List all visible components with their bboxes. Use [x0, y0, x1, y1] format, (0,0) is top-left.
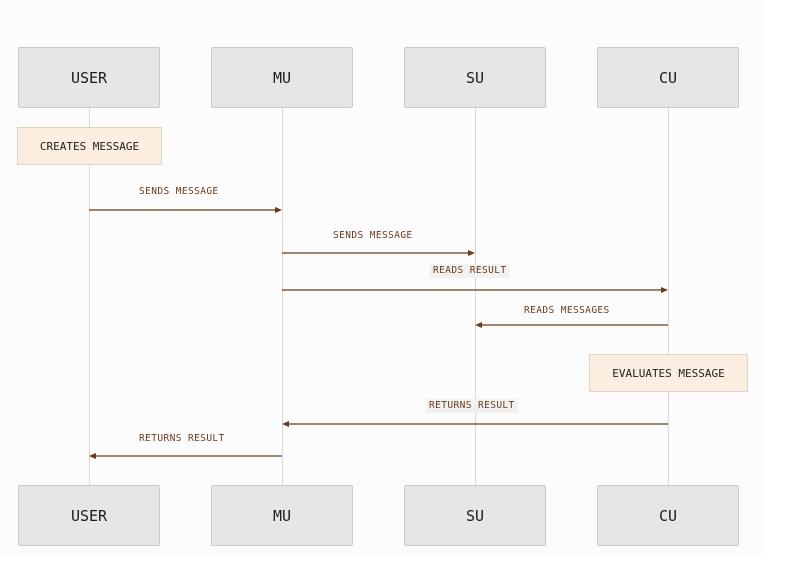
message-arrow-4 — [475, 322, 668, 328]
message-label-3: READS RESULT — [430, 264, 510, 278]
actor-su-bottom: SU — [404, 485, 546, 546]
diagram-canvas: USER MU SU CU CREATES MESSAGE EVALUATES … — [17, 47, 748, 546]
lifeline-user — [89, 108, 90, 485]
actor-label: SU — [465, 506, 485, 525]
actor-user-top: USER — [18, 47, 160, 108]
actor-label: USER — [70, 506, 108, 525]
actor-label: SU — [465, 68, 485, 87]
lifeline-cu — [668, 108, 669, 485]
actor-label: USER — [70, 68, 108, 87]
actor-label: MU — [272, 506, 292, 525]
message-label-2: SENDS MESSAGE — [333, 230, 413, 241]
actor-su-top: SU — [404, 47, 546, 108]
message-label-5: RETURNS RESULT — [426, 399, 518, 413]
message-arrow-1 — [89, 207, 282, 213]
actor-mu-bottom: MU — [211, 485, 353, 546]
message-arrow-2 — [282, 250, 475, 256]
lifeline-mu — [282, 108, 283, 485]
actor-label: CU — [658, 506, 678, 525]
note-creates-message: CREATES MESSAGE — [17, 127, 162, 165]
message-arrow-5 — [282, 421, 668, 427]
actor-mu-top: MU — [211, 47, 353, 108]
actor-user-bottom: USER — [18, 485, 160, 546]
note-evaluates-message: EVALUATES MESSAGE — [589, 354, 748, 392]
message-arrow-3 — [282, 287, 668, 293]
message-label-1: SENDS MESSAGE — [139, 186, 219, 197]
message-arrow-6 — [89, 453, 282, 459]
actor-cu-bottom: CU — [597, 485, 739, 546]
actor-label: CU — [658, 68, 678, 87]
note-text: CREATES MESSAGE — [39, 139, 140, 153]
actor-cu-top: CU — [597, 47, 739, 108]
message-label-6: RETURNS RESULT — [139, 433, 225, 444]
message-label-4: READS MESSAGES — [524, 305, 610, 316]
note-text: EVALUATES MESSAGE — [612, 366, 725, 380]
actor-label: MU — [272, 68, 292, 87]
lifeline-su — [475, 108, 476, 485]
